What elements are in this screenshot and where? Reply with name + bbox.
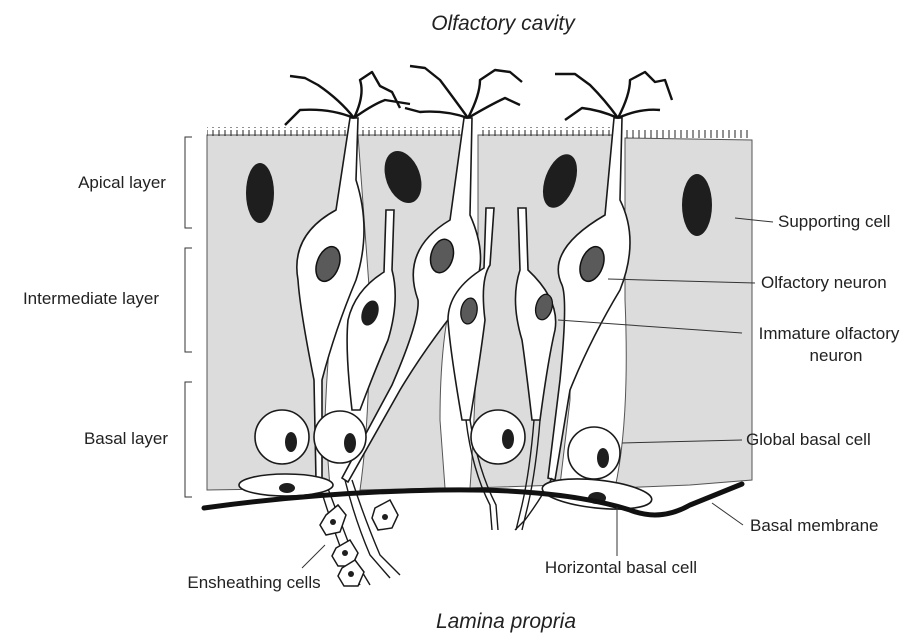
nucleus [348, 571, 354, 577]
nucleus [382, 514, 388, 520]
nucleus [279, 483, 295, 493]
label-basal-membrane: Basal membrane [750, 516, 879, 535]
nucleus [597, 448, 609, 468]
nucleus [246, 163, 274, 223]
leader-basal-membrane [712, 503, 743, 525]
label-immature-neuron-1: Immature olfactory [759, 324, 900, 343]
label-olfactory-neuron: Olfactory neuron [761, 273, 887, 292]
nucleus [285, 432, 297, 452]
label-immature-neuron-2: neuron [810, 346, 863, 365]
label-horizontal-basal-cell: Horizontal basal cell [545, 558, 697, 577]
label-global-basal-cell: Global basal cell [746, 430, 871, 449]
title-lamina-propria: Lamina propria [436, 610, 576, 633]
leader-ensheathing-cells [302, 545, 325, 568]
bracket-intermediate [185, 248, 192, 352]
label-basal-layer: Basal layer [84, 429, 168, 448]
label-supporting-cell: Supporting cell [778, 212, 890, 231]
global-basal-cell [471, 410, 525, 464]
nucleus [342, 550, 348, 556]
global-basal-cell [568, 427, 620, 479]
bracket-apical [185, 137, 192, 228]
title-olfactory-cavity: Olfactory cavity [431, 12, 576, 35]
supporting-cell-4 [615, 138, 752, 488]
horizontal-basal-cells [239, 474, 653, 514]
nucleus [682, 174, 712, 236]
bracket-basal [185, 382, 192, 497]
label-apical-layer: Apical layer [78, 173, 166, 192]
global-basal-cell [314, 411, 366, 463]
global-basal-cell [255, 410, 309, 464]
nucleus [502, 429, 514, 449]
label-ensheathing-cells: Ensheathing cells [187, 573, 320, 592]
olfactory-cilia [285, 66, 672, 125]
layer-brackets [185, 137, 192, 497]
nucleus [344, 433, 356, 453]
nucleus [330, 519, 336, 525]
label-intermediate-layer: Intermediate layer [23, 289, 159, 308]
